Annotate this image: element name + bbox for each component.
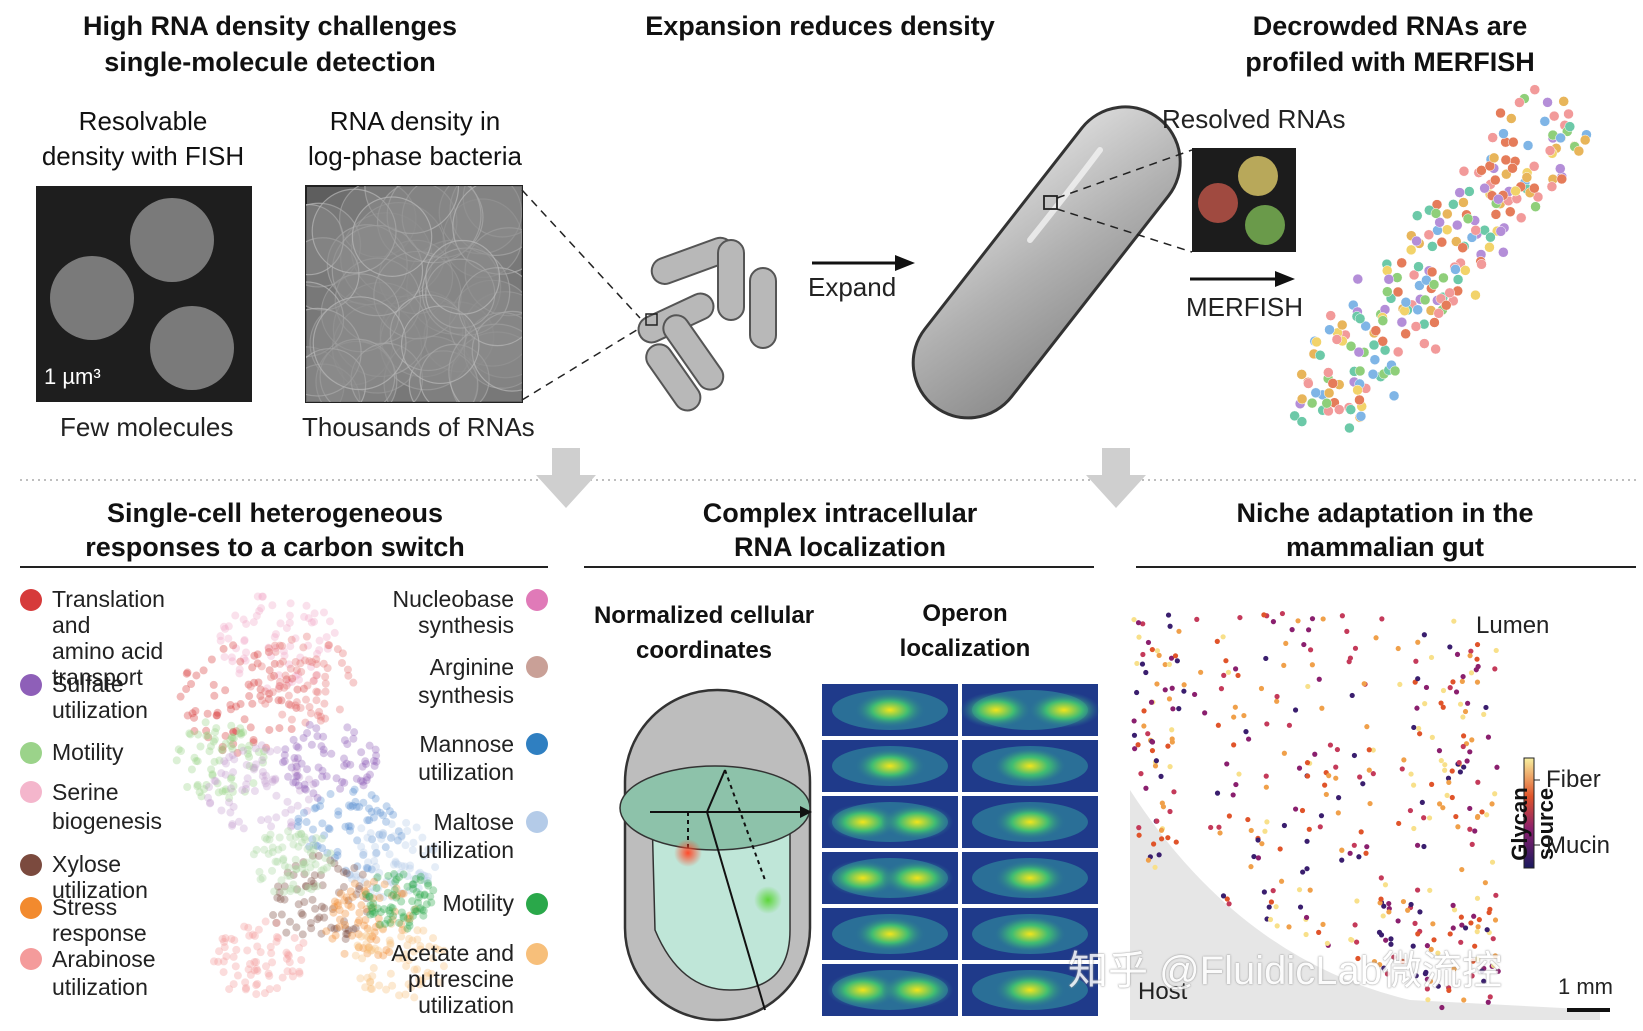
fish-molecule (50, 256, 134, 340)
legend-item: Motility (442, 890, 514, 916)
mucin-label: Mucin (1546, 832, 1611, 859)
legend-dot (20, 781, 42, 803)
fish-molecule (150, 306, 234, 390)
legend-dot (20, 854, 42, 876)
legend-dot (20, 948, 42, 970)
expanded-bacterium (911, 105, 1182, 420)
umap-cloud (172, 592, 448, 1002)
legend-item: Motility (52, 739, 124, 765)
lumen-label: Lumen (1476, 612, 1550, 639)
expand-label: Expand (808, 272, 897, 302)
few-caption: Few molecules (60, 412, 234, 442)
operon-heatmaps (822, 684, 1100, 1016)
scalebar-label: 1 mm (1558, 974, 1613, 999)
merfish-label: MERFISH (1186, 292, 1303, 322)
normalized-cell (619, 688, 812, 1022)
legend-dot (526, 733, 548, 755)
down-arrow (536, 448, 596, 508)
crowded-rna-circles (306, 186, 522, 402)
legend-dot (20, 742, 42, 764)
down-arrow (1086, 448, 1146, 508)
thousands-caption: Thousands of RNAs (302, 412, 535, 442)
resolved-label: Resolved RNAs (1162, 104, 1346, 134)
fiber-label: Fiber (1546, 766, 1601, 793)
merfish-dot-cloud (1289, 84, 1592, 434)
watermark: 知乎 @FluidicLab微流控 (1068, 949, 1503, 993)
legend-dot (526, 943, 548, 965)
legend-dot (526, 656, 548, 678)
glycan-colorbar (1523, 757, 1535, 869)
legend-item: Xylose utilization (52, 851, 148, 903)
bacteria-cluster (637, 236, 777, 412)
legend-dot (20, 589, 42, 611)
fish-molecule (130, 198, 214, 282)
panel2-title: Expansion reduces density (645, 11, 995, 41)
scale-text: 1 µm³ (44, 364, 101, 389)
legend-item: Stress response (52, 894, 147, 946)
legend-dot (526, 589, 548, 611)
legend-dot (20, 897, 42, 919)
legend-dot (526, 893, 548, 915)
gut-cell-cloud (1131, 610, 1501, 1011)
host-label: Host (1138, 978, 1188, 1005)
legend-dot (526, 811, 548, 833)
legend-dot (20, 674, 42, 696)
